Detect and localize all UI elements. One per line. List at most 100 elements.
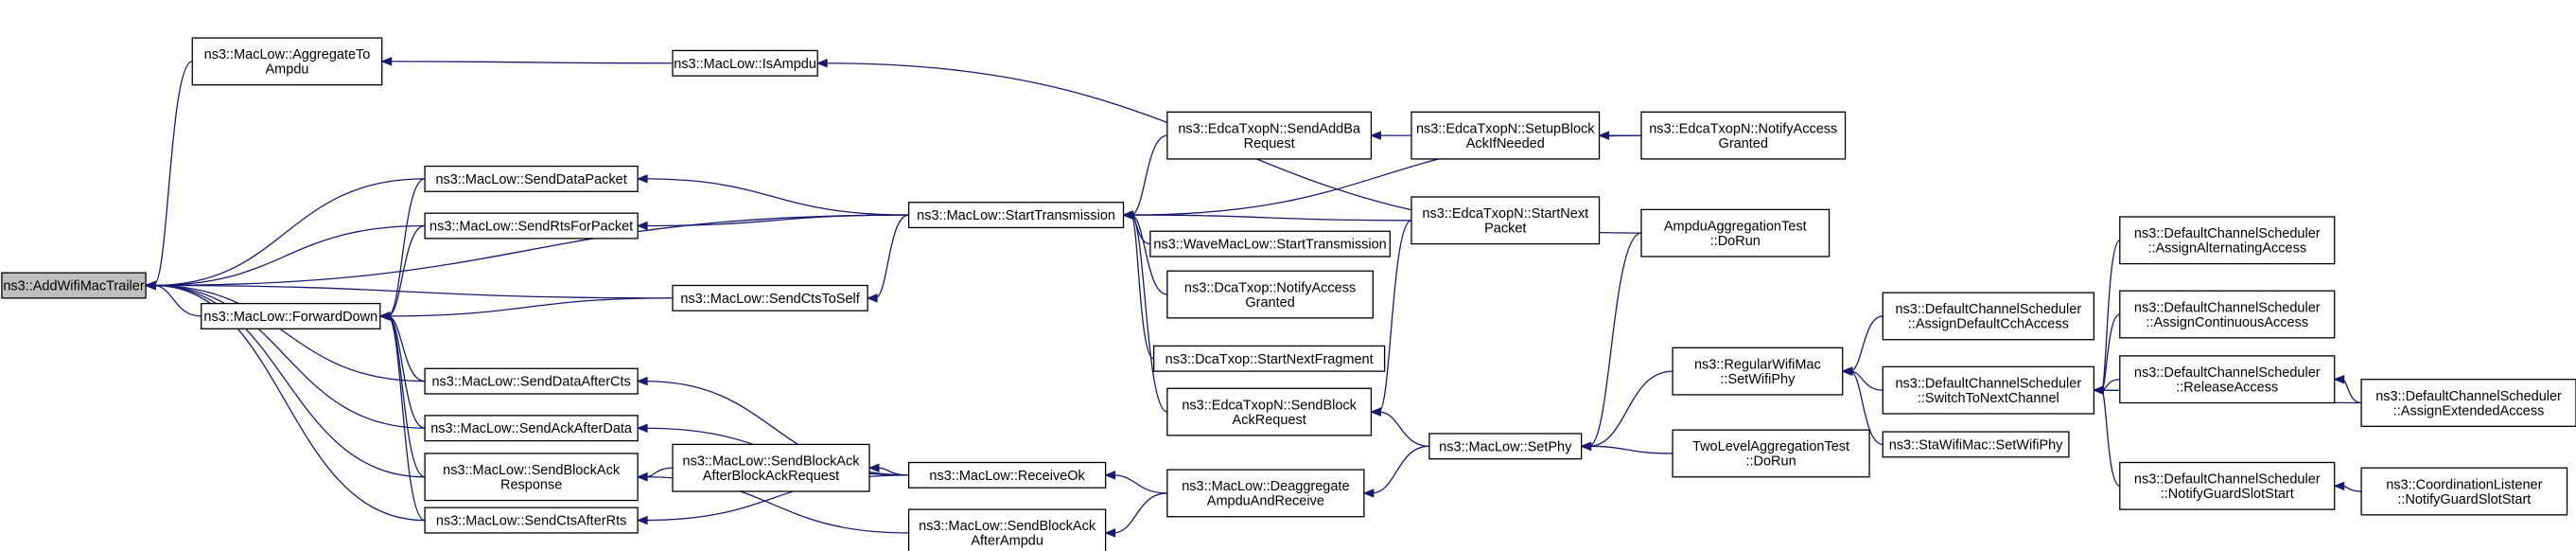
node-sendrts[interactable]: ns3::MacLow::SendRtsForPacket	[424, 212, 639, 240]
call-edge	[387, 315, 426, 478]
node-box[interactable]	[1672, 429, 1870, 478]
node-box[interactable]	[2119, 461, 2336, 510]
node-label: AmpduAggregationTest	[1664, 219, 1807, 234]
edge-arrowhead	[636, 423, 648, 433]
node-box[interactable]	[1166, 387, 1373, 436]
node-sendbaafterbar[interactable]: ns3::MacLow::SendBlockAckAfterBlockAckRe…	[672, 443, 870, 492]
node-label: ns3::DefaultChannelScheduler	[1895, 302, 2081, 317]
call-edge	[645, 178, 909, 216]
node-sendackafterdata[interactable]: ns3::MacLow::SendAckAfterData	[424, 415, 639, 442]
node-notifyguard[interactable]: ns3::DefaultChannelScheduler::NotifyGuar…	[2119, 461, 2336, 510]
node-box[interactable]	[1149, 230, 1391, 258]
node-regwifiphy[interactable]: ns3::RegularWifiMac::SetWifiPhy	[1672, 347, 1844, 396]
node-setphy[interactable]: ns3::MacLow::SetPhy	[1428, 433, 1583, 460]
node-starttx[interactable]: ns3::MacLow::StartTransmission	[907, 202, 1125, 229]
call-edge	[2100, 240, 2121, 391]
node-sendctsafterrts[interactable]: ns3::MacLow::SendCtsAfterRts	[424, 507, 639, 534]
node-assigncch[interactable]: ns3::DefaultChannelScheduler::AssignDefa…	[1882, 292, 2095, 341]
call-edge	[645, 467, 674, 478]
node-assignext[interactable]: ns3::DefaultChannelScheduler::AssignExte…	[2360, 379, 2576, 427]
node-label: ::ReleaseAccess	[2176, 380, 2278, 395]
edge-arrowhead	[866, 293, 878, 303]
node-box[interactable]	[1411, 111, 1601, 160]
edge-arrowhead	[2333, 374, 2345, 384]
node-box[interactable]	[1640, 208, 1831, 258]
node-label: ns3::EdcaTxopN::SendBlock	[1182, 398, 1357, 413]
node-box[interactable]	[424, 165, 639, 192]
node-box[interactable]	[1411, 196, 1601, 245]
node-isampdu[interactable]: ns3::MacLow::IsAmpdu	[672, 49, 818, 77]
node-box[interactable]	[1166, 469, 1365, 518]
node-box[interactable]	[907, 202, 1125, 229]
node-box[interactable]	[424, 367, 639, 395]
node-label: ::AssignContinuousAccess	[2146, 315, 2308, 330]
node-label: ns3::MacLow::ReceiveOk	[929, 469, 1085, 484]
node-senddatapkt[interactable]: ns3::MacLow::SendDataPacket	[424, 165, 639, 192]
node-assigncont[interactable]: ns3::DefaultChannelScheduler::AssignCont…	[2119, 290, 2336, 339]
node-box[interactable]	[1, 272, 147, 299]
node-label: AckIfNeeded	[1466, 136, 1545, 151]
node-dcanextfrag[interactable]: ns3::DcaTxop::StartNextFragment	[1153, 345, 1386, 372]
node-twolevel[interactable]: TwoLevelAggregationTest::DoRun	[1672, 429, 1870, 478]
node-box[interactable]	[2119, 355, 2336, 404]
node-stawifiphy[interactable]: ns3::StaWifiMac::SetWifiPhy	[1882, 431, 2070, 458]
node-box[interactable]	[672, 443, 870, 492]
node-ampdutest[interactable]: AmpduAggregationTest::DoRun	[1640, 208, 1831, 258]
node-box[interactable]	[2119, 216, 2336, 265]
node-box[interactable]	[1428, 433, 1583, 460]
edge-arrowhead	[1580, 441, 1592, 452]
node-box[interactable]	[2360, 379, 2576, 427]
node-box[interactable]	[1882, 292, 2095, 341]
call-edge	[1588, 370, 1674, 447]
node-box[interactable]	[424, 415, 639, 442]
node-receiveok[interactable]: ns3::MacLow::ReceiveOk	[907, 461, 1107, 489]
call-edge	[877, 467, 909, 476]
node-label: ns3::AddWifiMacTrailer	[3, 278, 145, 293]
node-release[interactable]: ns3::DefaultChannelScheduler::ReleaseAcc…	[2119, 355, 2336, 404]
node-label: ns3::DefaultChannelScheduler	[2375, 389, 2562, 404]
node-sendcts[interactable]: ns3::MacLow::SendCtsToSelf	[672, 284, 868, 311]
node-box[interactable]	[2360, 467, 2568, 516]
node-box[interactable]	[1640, 111, 1847, 160]
node-box[interactable]	[672, 49, 818, 77]
node-box[interactable]	[672, 284, 868, 311]
node-senddataaftercts[interactable]: ns3::MacLow::SendDataAfterCts	[424, 367, 639, 395]
node-box[interactable]	[201, 302, 381, 329]
node-box[interactable]	[1882, 431, 2070, 458]
node-box[interactable]	[1166, 111, 1373, 160]
node-box[interactable]	[424, 212, 639, 240]
node-box[interactable]	[424, 453, 639, 502]
node-forwarddown[interactable]: ns3::MacLow::ForwardDown	[201, 302, 381, 329]
node-box[interactable]	[907, 508, 1107, 551]
node-box[interactable]	[1166, 270, 1374, 319]
call-edge	[1130, 134, 1167, 216]
node-switchnext[interactable]: ns3::DefaultChannelScheduler::SwitchToNe…	[1882, 365, 2095, 415]
call-edge	[1849, 370, 1884, 446]
node-box[interactable]	[424, 507, 639, 534]
node-label: ns3::MacLow::Deaggregate	[1182, 479, 1349, 494]
node-assignalt[interactable]: ns3::DefaultChannelScheduler::AssignAlte…	[2119, 216, 2336, 265]
node-label: ns3::MacLow::ForwardDown	[203, 310, 377, 325]
node-box[interactable]	[191, 37, 383, 86]
node-box[interactable]	[907, 461, 1107, 489]
node-box[interactable]	[1153, 345, 1386, 372]
node-box[interactable]	[1672, 347, 1844, 396]
node-box[interactable]	[1882, 365, 2095, 415]
node-wavestart[interactable]: ns3::WaveMacLow::StartTransmission	[1149, 230, 1391, 258]
node-label: Granted	[1719, 136, 1768, 151]
node-label: ns3::EdcaTxopN::SetupBlock	[1416, 121, 1595, 136]
node-coordnotify[interactable]: ns3::CoordinationListener::NotifyGuardSl…	[2360, 467, 2568, 516]
node-label: ns3::StaWifiMac::SetWifiPhy	[1889, 437, 2063, 453]
node-addwifi[interactable]: ns3::AddWifiMacTrailer	[1, 272, 147, 299]
node-box[interactable]	[2119, 290, 2336, 339]
